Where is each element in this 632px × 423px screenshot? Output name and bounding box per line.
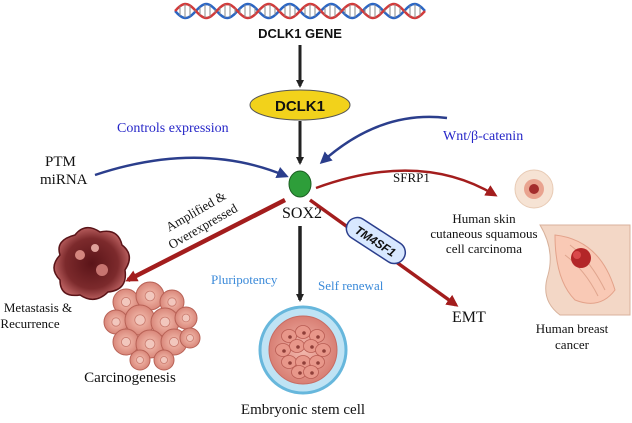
sox2-node [288, 170, 312, 198]
metastasis-line2: Recurrence [0, 316, 59, 331]
wnt-beta-catenin-label: Wnt/β-catenin [443, 129, 523, 144]
skin-carcinoma-line2: cutaneous squamous [430, 226, 537, 241]
sox2-to-carcinogenesis-arrow [125, 197, 287, 283]
mirna-label: miRNA [40, 172, 88, 188]
sfrp1-label: SFRP1 [393, 170, 430, 185]
breast-cancer-image [539, 224, 631, 316]
wnt-to-sox2-arrow [319, 115, 448, 165]
sox2-to-skin-carcinoma-arrow [315, 169, 498, 197]
embryonic-stem-cell-image [258, 305, 348, 395]
carcinogenesis-cells-image [103, 281, 201, 371]
breast-cancer-line2: cancer [555, 337, 590, 352]
metastasis-line1: Metastasis & [4, 300, 72, 315]
dclk1-protein-label: DCLK1 [275, 98, 325, 115]
controls-expression-label: Controls expression [117, 121, 229, 136]
self-renewal-label: Self renewal [318, 278, 384, 293]
embryonic-stem-cell-label: Embryonic stem cell [241, 402, 365, 418]
dclk1-gene-label: DCLK1 GENE [258, 26, 342, 41]
sox2-label: SOX2 [282, 205, 322, 222]
breast-cancer-line1: Human breast [536, 321, 609, 336]
ptm-mirna-to-sox2-arrow [94, 156, 289, 179]
skin-carcinoma-image [514, 169, 554, 209]
dclk1-protein-node [249, 89, 351, 121]
skin-carcinoma-line3: cell carcinoma [446, 241, 522, 256]
metastasis-tumor-image [53, 226, 131, 301]
emt-label: EMT [452, 309, 486, 326]
pluripotency-label: Pluripotency [211, 272, 278, 287]
dna-helix-icon [174, 2, 426, 20]
carcinogenesis-label: Carcinogenesis [84, 370, 176, 386]
ptm-label: PTM [45, 154, 76, 170]
skin-carcinoma-line1: Human skin [452, 211, 516, 226]
tm4sf1-node: TM4SF1 [345, 216, 407, 265]
